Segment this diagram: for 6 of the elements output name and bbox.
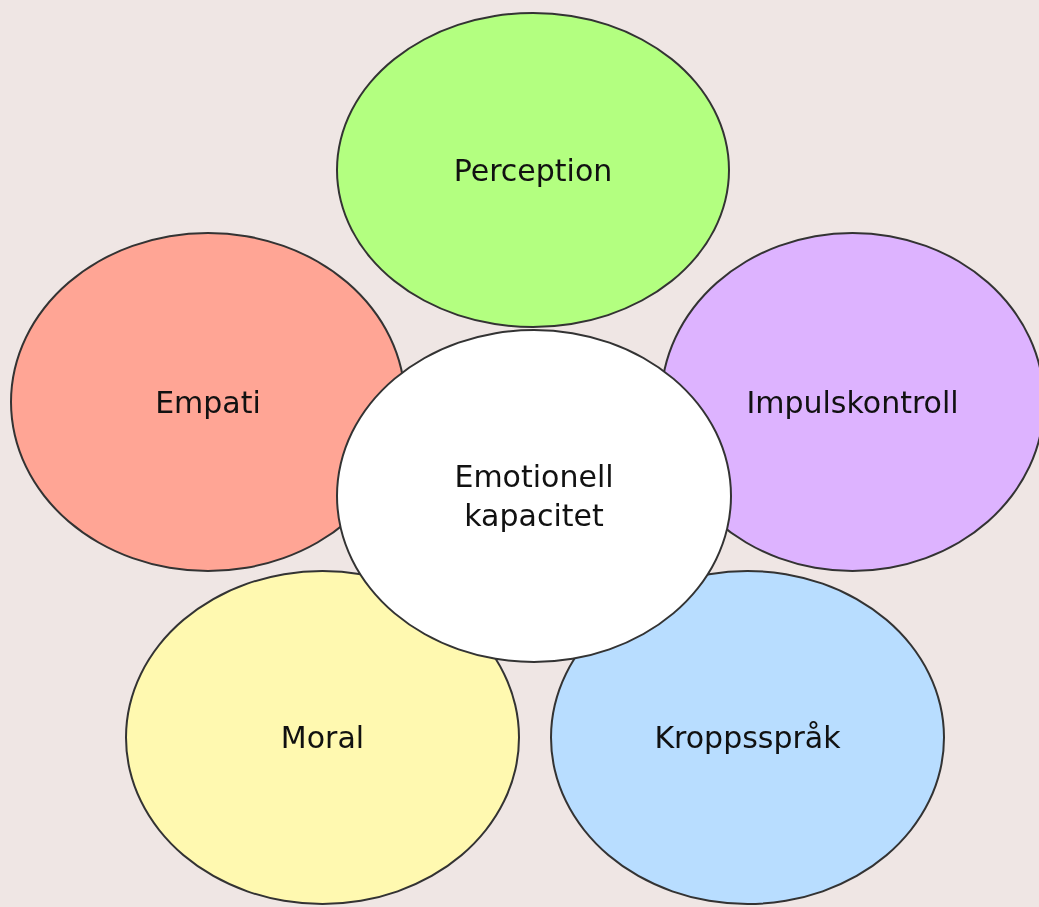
node-label: Perception <box>453 151 613 190</box>
node-label: Impulskontroll <box>746 383 959 422</box>
node-label: Moral <box>280 719 365 757</box>
node-label: Kroppsspråk <box>654 719 841 757</box>
node-label: Empati <box>155 383 261 422</box>
node-label: Emotionell kapacitet <box>453 458 615 535</box>
